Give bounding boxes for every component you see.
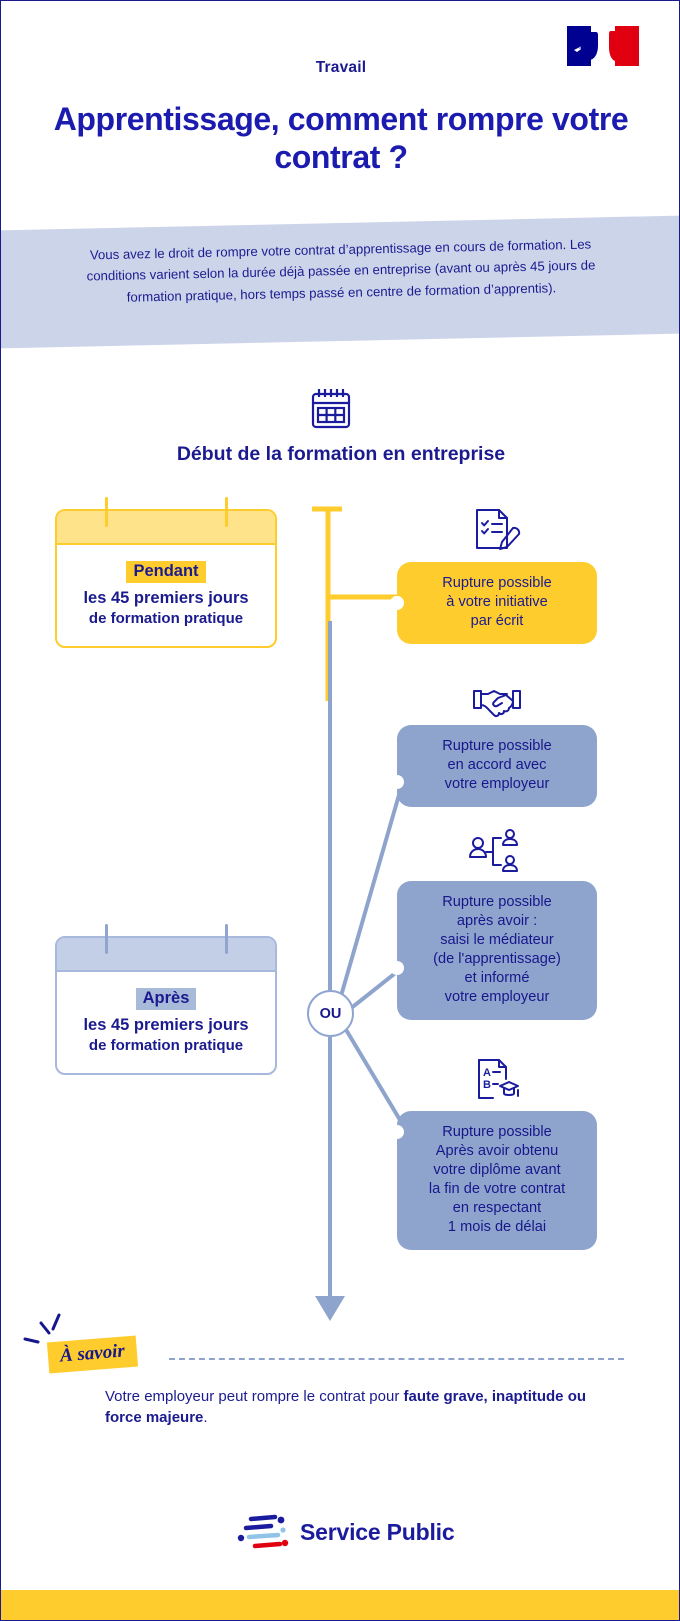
outcome-line: Après avoir obtenu <box>435 1142 559 1159</box>
intro-paragraph: Vous avez le droit de rompre votre contr… <box>86 236 596 305</box>
outcome-line: en accord avec <box>447 756 547 773</box>
checklist-pen-icon <box>471 506 523 554</box>
handshake-icon <box>471 678 523 726</box>
note-text-before: Votre employeur peut rompre le contrat p… <box>105 1388 404 1405</box>
outcome-line: votre employeur <box>444 775 550 792</box>
footer-band <box>1 1590 679 1620</box>
calendar-ring <box>225 924 228 954</box>
note-text-after: . <box>203 1409 208 1427</box>
outcome-line: (de l'apprentissage) <box>433 950 561 967</box>
page-title: Apprentissage, comment rompre votre cont… <box>53 101 629 175</box>
calendar-ring <box>105 497 108 527</box>
outcome-bubble-2: Rupture possible en accord avec votre em… <box>390 725 597 807</box>
mediator-people-icon <box>467 826 519 874</box>
calendar-ring <box>105 924 108 954</box>
dashed-divider <box>169 1358 624 1360</box>
service-public-logo: Service Public <box>233 1511 455 1553</box>
french-republic-flag-logo <box>567 26 639 66</box>
period-line-2: de formation pratique <box>88 1037 244 1055</box>
service-public-logo-mark <box>233 1511 289 1553</box>
outcome-line: et informé <box>464 969 530 986</box>
outcome-line: 1 mois de délai <box>447 1218 547 1235</box>
outcome-line: en respectant <box>452 1199 542 1216</box>
outcome-bubble-3: Rupture possible après avoir : saisi le … <box>390 881 597 1020</box>
card-body: Après les 45 premiers jours de formation… <box>57 972 275 1073</box>
a-savoir-badge: À savoir <box>46 1335 139 1374</box>
outcome-line: à votre initiative <box>446 593 548 610</box>
period-line-1: les 45 premiers jours <box>83 1016 249 1034</box>
connector-dot <box>390 596 404 610</box>
connector-dot <box>390 1125 404 1139</box>
spark-lines-icon <box>19 1311 79 1357</box>
outcome-line: votre diplôme avant <box>433 1161 561 1178</box>
card-header-band <box>57 511 275 545</box>
svg-text:A: A <box>483 1067 491 1079</box>
period-line-1: les 45 premiers jours <box>83 589 249 607</box>
card-header-band <box>57 938 275 972</box>
outcome-bubble-4: Rupture possible Après avoir obtenu votr… <box>390 1111 597 1250</box>
period-line-2: de formation pratique <box>88 610 244 628</box>
outcome-line: votre employeur <box>444 988 550 1005</box>
outcome-line: Rupture possible <box>442 575 552 591</box>
card-body: Pendant les 45 premiers jours de formati… <box>57 545 275 646</box>
outcome-line: Rupture possible <box>442 738 552 754</box>
note-text-bold: faute grave, inaptitude ou force majeure <box>105 1388 587 1427</box>
outcome-line: par écrit <box>470 612 524 629</box>
section-heading: Début de la formation en entreprise <box>176 443 506 465</box>
period-tag: Pendant <box>126 561 206 583</box>
service-public-wordmark: Service Public <box>300 1518 455 1545</box>
marianne-profile-icon <box>573 42 586 54</box>
kicker-label: Travail <box>315 59 367 76</box>
outcome-line: Rupture possible <box>442 894 552 910</box>
outcome-line: la fin de votre contrat <box>428 1180 566 1197</box>
connector-dot <box>390 961 404 975</box>
junction-node-ou: OU <box>307 990 354 1037</box>
period-tag: Après <box>135 988 197 1010</box>
diploma-graduation-icon: A B <box>471 1057 523 1105</box>
calendar-icon <box>308 387 354 431</box>
period-card-apres: Après les 45 premiers jours de formation… <box>55 924 277 1076</box>
note-text: Votre employeur peut rompre le contrat p… <box>105 1386 625 1429</box>
connector-dot <box>390 775 404 789</box>
outcome-line: saisi le médiateur <box>440 931 554 948</box>
calendar-ring <box>225 497 228 527</box>
outcome-bubble-1: Rupture possible à votre initiative par … <box>390 562 597 644</box>
svg-text:B: B <box>483 1079 491 1091</box>
period-card-pendant: Pendant les 45 premiers jours de formati… <box>55 497 277 649</box>
flag-white-band <box>581 26 624 66</box>
outcome-line: Rupture possible <box>442 1124 552 1140</box>
outcome-line: après avoir : <box>456 912 538 929</box>
